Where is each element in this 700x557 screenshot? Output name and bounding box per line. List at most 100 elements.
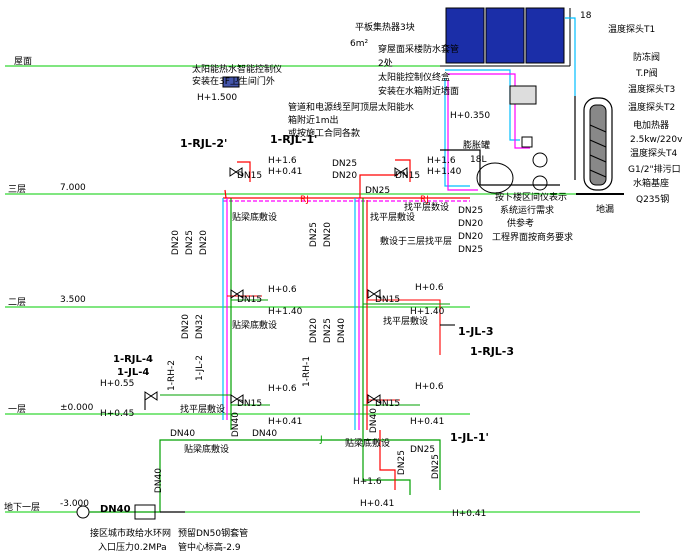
basement-main [90, 430, 441, 513]
ground-note-3: 供参考 [507, 219, 535, 229]
h-06-3: H+0.6 [268, 384, 297, 394]
expansion-label: 膨胀罐 [463, 141, 491, 151]
h-140-3: H+1.40 [410, 307, 445, 317]
riser-rjl1-label: 1-RJL-1' [270, 133, 318, 146]
pipe-dn40-vert-4: DN40 [154, 468, 164, 494]
display-height-label: H+1.500 [197, 93, 238, 103]
riser-rjl4-label: 1-RJL-4 [113, 354, 154, 365]
note-floor-lay-4: 找平层敷设 [180, 405, 226, 415]
pipe-dn40-vert-1: DN40 [337, 318, 347, 344]
h-16-3: H+1.6 [353, 477, 382, 487]
pipe-note-1: 管道和电源线至阿顶层太阳能水 [288, 103, 415, 113]
pipe-note-3: 或按施工合同各款 [288, 129, 361, 139]
sleeve-label: 穿屋面采楼防水套管 [378, 45, 460, 55]
h-041-3: H+0.41 [410, 417, 445, 427]
riser-jl2-label: 1-JL-2 [195, 355, 205, 381]
sleeve-box [134, 504, 156, 520]
pipe-dn25-5: DN25 [410, 445, 436, 455]
sleeve-qty: 2处 [378, 59, 393, 69]
h-16-2: H+1.6 [427, 156, 456, 166]
display-note-label: 安装在3F卫生间门外 [192, 77, 275, 87]
riser-rjl3-label: 1-RJL-3 [470, 345, 515, 358]
2f-branches [227, 295, 455, 355]
deg-18-label-1: 18 [580, 11, 592, 21]
note-raise: 敷设于三层找平层 [380, 237, 453, 247]
expansion-tank [476, 136, 548, 194]
note-bottom-lay-2: 贴梁底敷设 [232, 321, 278, 331]
pipe-dn25-vert-5: DN25 [431, 454, 441, 480]
h-16-1: H+1.6 [268, 156, 297, 166]
controller-label: 太阳能控制仪终盒 [378, 73, 451, 83]
tp-valve-label: T.P阀 [636, 69, 658, 79]
pipe-dn25-4: DN25 [458, 245, 484, 255]
note-floor-lay-3: 找平层敷设 [383, 317, 429, 327]
pipe-rj-2: RJ [420, 195, 429, 205]
h-140-2: H+1.40 [268, 307, 303, 317]
pipe-dn15-1: DN15 [237, 171, 263, 181]
h-045-1: H+0.45 [100, 409, 135, 419]
floor-3f-label: 三层 [8, 185, 27, 195]
pipe-dn20-vert-1: DN20 [171, 230, 181, 256]
pipe-dn15-2: DN15 [395, 171, 421, 181]
floor-1f-label: 一层 [8, 405, 27, 415]
riser-jl4-label: 1-JL-4 [117, 367, 150, 378]
solar-collectors [440, 7, 571, 67]
collector-label: 平板集热器3块 [355, 23, 415, 33]
pipe-dn25-1: DN25 [332, 159, 358, 169]
pipe-dn15-3: DN15 [237, 295, 263, 305]
h-06-1: H+0.6 [268, 285, 297, 295]
floor-drain-label: 地漏 [596, 205, 615, 215]
riser-jl3-label: 1-JL-3 [458, 325, 494, 338]
hot-water-tank [576, 97, 624, 195]
pipe-dn40-vert-2: DN40 [231, 412, 241, 438]
tank-volume-label: 18L [470, 155, 487, 165]
note-bottom-lay-1: 贴梁底敷设 [232, 213, 278, 223]
controller-note: 安装在水箱附近墙面 [378, 87, 460, 97]
collector-panel-3 [525, 7, 565, 64]
pipe-dn20-3: DN20 [458, 232, 484, 242]
floor-b1-elev: -3.000 [60, 499, 90, 509]
riser-jl1-label: 1-JL-1' [450, 431, 489, 444]
floor-2f-label: 二层 [8, 298, 27, 308]
sensor-t4-label: 温度探头T4 [630, 149, 678, 159]
collector-panel-2 [485, 7, 525, 64]
h-041-5: H+0.41 [452, 509, 487, 519]
note-city-water: 接区城市政给水环网 [90, 529, 172, 539]
pipe-dn25-3: DN25 [458, 206, 484, 216]
valves [144, 167, 408, 404]
h-140-1: H+1.40 [427, 167, 462, 177]
pipe-dn20-vert-4: DN20 [323, 222, 333, 248]
note-floor-lay-1: 找平层敷设 [370, 213, 416, 223]
pipe-dn20-2: DN20 [458, 219, 484, 229]
pipe-rj-1: RJ [300, 195, 309, 205]
floor-2f-elev: 3.500 [60, 295, 86, 305]
ground-note-1: 按卜楼区间仪表示 [495, 193, 568, 203]
pipe-dn15-5: DN15 [237, 399, 263, 409]
floor-roof-label: 屋面 [14, 57, 33, 67]
display-device-icon [222, 76, 240, 88]
floor-1f-elev: ±0.000 [60, 403, 94, 413]
pipe-dn40-vert-3: DN40 [369, 408, 379, 434]
h-041-4: H+0.41 [360, 499, 395, 509]
collector-panel-1 [445, 7, 485, 64]
sensor-t2-label: 温度探头T2 [628, 103, 676, 113]
solar-loop [440, 17, 576, 191]
note-bottom-lay-3: 贴梁底敷设 [184, 445, 230, 455]
riser-rh1-label: 1-RH-1 [302, 356, 312, 387]
controller-box [509, 85, 537, 105]
floor-3f-elev: 7.000 [60, 183, 86, 193]
tank-base-label: 水箱基座 [633, 179, 670, 189]
pipe-j-1: J [320, 435, 323, 445]
pipe-dn20-vert-3: DN20 [181, 314, 191, 340]
pipe-dn25-vert-4: DN25 [397, 450, 407, 476]
ground-note-4: 工程界面按商务要求 [492, 233, 574, 243]
h-041-2: H+0.41 [268, 417, 303, 427]
riser-rh2-label: 1-RH-2 [167, 360, 177, 391]
pipe-dn20-1: DN20 [332, 171, 358, 181]
pipe-note-2: 箱附近1m出 [288, 116, 339, 126]
pipe-dn32-vert-1: DN32 [195, 314, 205, 340]
anti-freeze-label: 防冻阀 [633, 53, 661, 63]
heater-power-label: 2.5kw/220v [630, 135, 683, 145]
